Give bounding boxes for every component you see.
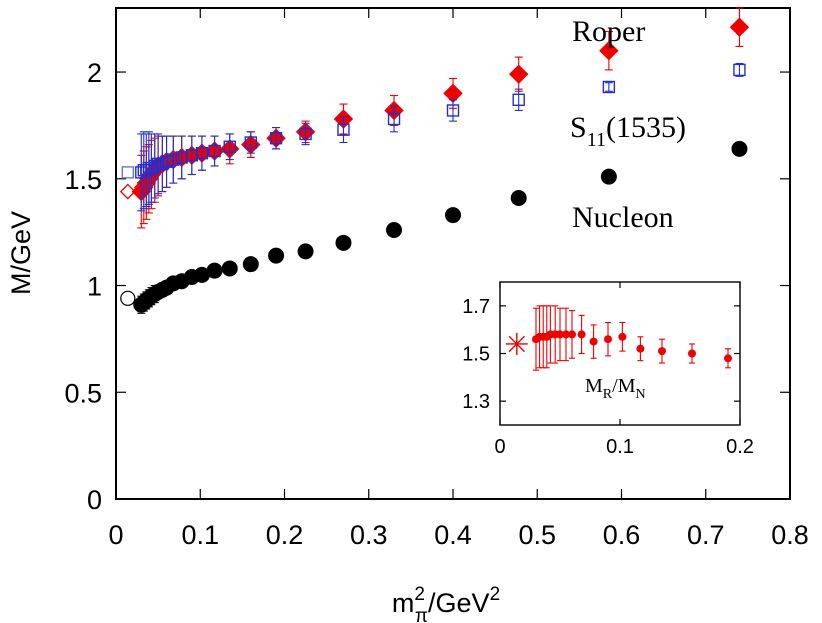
data-point xyxy=(733,63,746,77)
data-point xyxy=(602,80,616,94)
inset-label-slash: / xyxy=(612,375,618,397)
legend-label-s11-base: S xyxy=(570,111,587,144)
data-point xyxy=(568,330,576,339)
main-xtick-label: 0 xyxy=(108,520,123,550)
data-point xyxy=(509,64,529,84)
data-point xyxy=(600,168,617,185)
data-point xyxy=(562,330,570,339)
data-point xyxy=(185,149,199,162)
data-point xyxy=(167,153,180,166)
data-point xyxy=(337,123,350,136)
main-xtick-label: 0.6 xyxy=(603,520,641,550)
inset-xtick-label: 0.2 xyxy=(726,436,754,458)
data-point xyxy=(446,104,460,117)
y-axis-label: M/GeV xyxy=(6,211,36,295)
data-point xyxy=(120,290,136,306)
inset-xtick-label: 0.1 xyxy=(606,436,634,458)
main-xtick-label: 0.5 xyxy=(518,520,556,550)
data-point xyxy=(119,183,136,200)
data-point xyxy=(223,140,236,153)
main-xtick-label: 0.4 xyxy=(434,520,472,550)
data-point xyxy=(160,155,173,168)
data-point xyxy=(206,262,223,279)
x-axis-label-sub: π xyxy=(415,606,428,623)
data-point xyxy=(724,354,732,363)
data-point xyxy=(387,112,401,126)
data-point xyxy=(510,189,527,206)
legend-label-roper: Roper xyxy=(572,15,645,48)
inset-label-b-sub: N xyxy=(636,387,646,402)
inset-ytick-label: 1.3 xyxy=(462,391,490,413)
inset-ticks: 0 0.1 0.2 1.3 1.5 1.7 xyxy=(462,282,754,458)
data-point xyxy=(505,332,528,355)
data-point xyxy=(242,256,259,273)
x-axis-label-sup2: 2 xyxy=(490,584,501,605)
main-xtick-label: 0.1 xyxy=(181,520,219,550)
inset-label: MR/MN xyxy=(585,375,646,402)
data-point xyxy=(121,166,134,179)
data-point xyxy=(604,335,612,344)
data-point xyxy=(556,330,564,339)
x-axis-label-mid: /GeV xyxy=(428,588,490,618)
main-series-1 xyxy=(119,183,136,200)
main-series-2 xyxy=(135,62,746,212)
x-axis-label-base: m xyxy=(392,588,415,618)
legend-label-s11-rest: (1535) xyxy=(606,111,686,144)
data-point xyxy=(577,330,586,339)
data-point xyxy=(335,234,352,251)
main-series-5 xyxy=(120,290,136,306)
inset-xtick-label: 0 xyxy=(494,436,505,458)
main-series-4 xyxy=(133,140,748,314)
legend-label-s11-sub: 11 xyxy=(587,129,606,151)
legend-label-nucleon: Nucleon xyxy=(572,201,674,234)
data-point xyxy=(589,337,598,346)
data-point xyxy=(175,151,188,164)
main-xtick-label: 0.2 xyxy=(266,520,304,550)
inset-label-b: M xyxy=(618,375,636,397)
data-point xyxy=(729,17,750,37)
x-axis-label-sup: 2 xyxy=(414,584,425,605)
main-ticks: 0 0.1 0.2 0.3 0.4 0.5 0.6 0.7 0.8 0 0.5 1 1.5 2 xyxy=(64,8,809,550)
data-point xyxy=(512,93,525,106)
data-point xyxy=(193,266,210,283)
main-ytick-label: 0 xyxy=(87,485,102,515)
data-point xyxy=(299,127,312,141)
main-series-3 xyxy=(121,166,134,179)
main-ytick-label: 0.5 xyxy=(64,378,102,408)
inset-ytick-label: 1.7 xyxy=(462,296,490,318)
inset-label-a-sub: R xyxy=(603,387,613,402)
data-point xyxy=(636,344,645,353)
inset-label-a: M xyxy=(585,375,603,397)
data-point xyxy=(208,144,221,158)
legend-label-s11: S11(1535) xyxy=(570,111,686,151)
data-point xyxy=(599,40,619,61)
inset-ytick-label: 1.5 xyxy=(462,344,490,366)
data-point xyxy=(386,222,403,239)
main-xtick-label: 0.7 xyxy=(687,520,725,550)
main-ytick-label: 2 xyxy=(87,58,102,88)
data-point xyxy=(269,132,283,145)
data-point xyxy=(445,207,461,224)
data-point xyxy=(297,243,314,260)
inset-series-1 xyxy=(505,332,528,355)
data-point xyxy=(148,159,161,173)
main-xtick-label: 0.3 xyxy=(350,520,388,550)
data-point xyxy=(221,260,238,277)
data-point xyxy=(195,146,209,160)
data-point xyxy=(731,140,748,157)
data-point xyxy=(688,349,696,358)
main-ytick-label: 1 xyxy=(87,272,102,302)
main-xtick-label: 0.8 xyxy=(771,520,809,550)
data-point xyxy=(268,247,285,264)
data-point xyxy=(244,136,258,149)
data-point xyxy=(618,332,627,341)
data-point xyxy=(658,347,666,356)
inset-series-0 xyxy=(532,305,732,371)
main-ytick-label: 1.5 xyxy=(64,165,102,195)
